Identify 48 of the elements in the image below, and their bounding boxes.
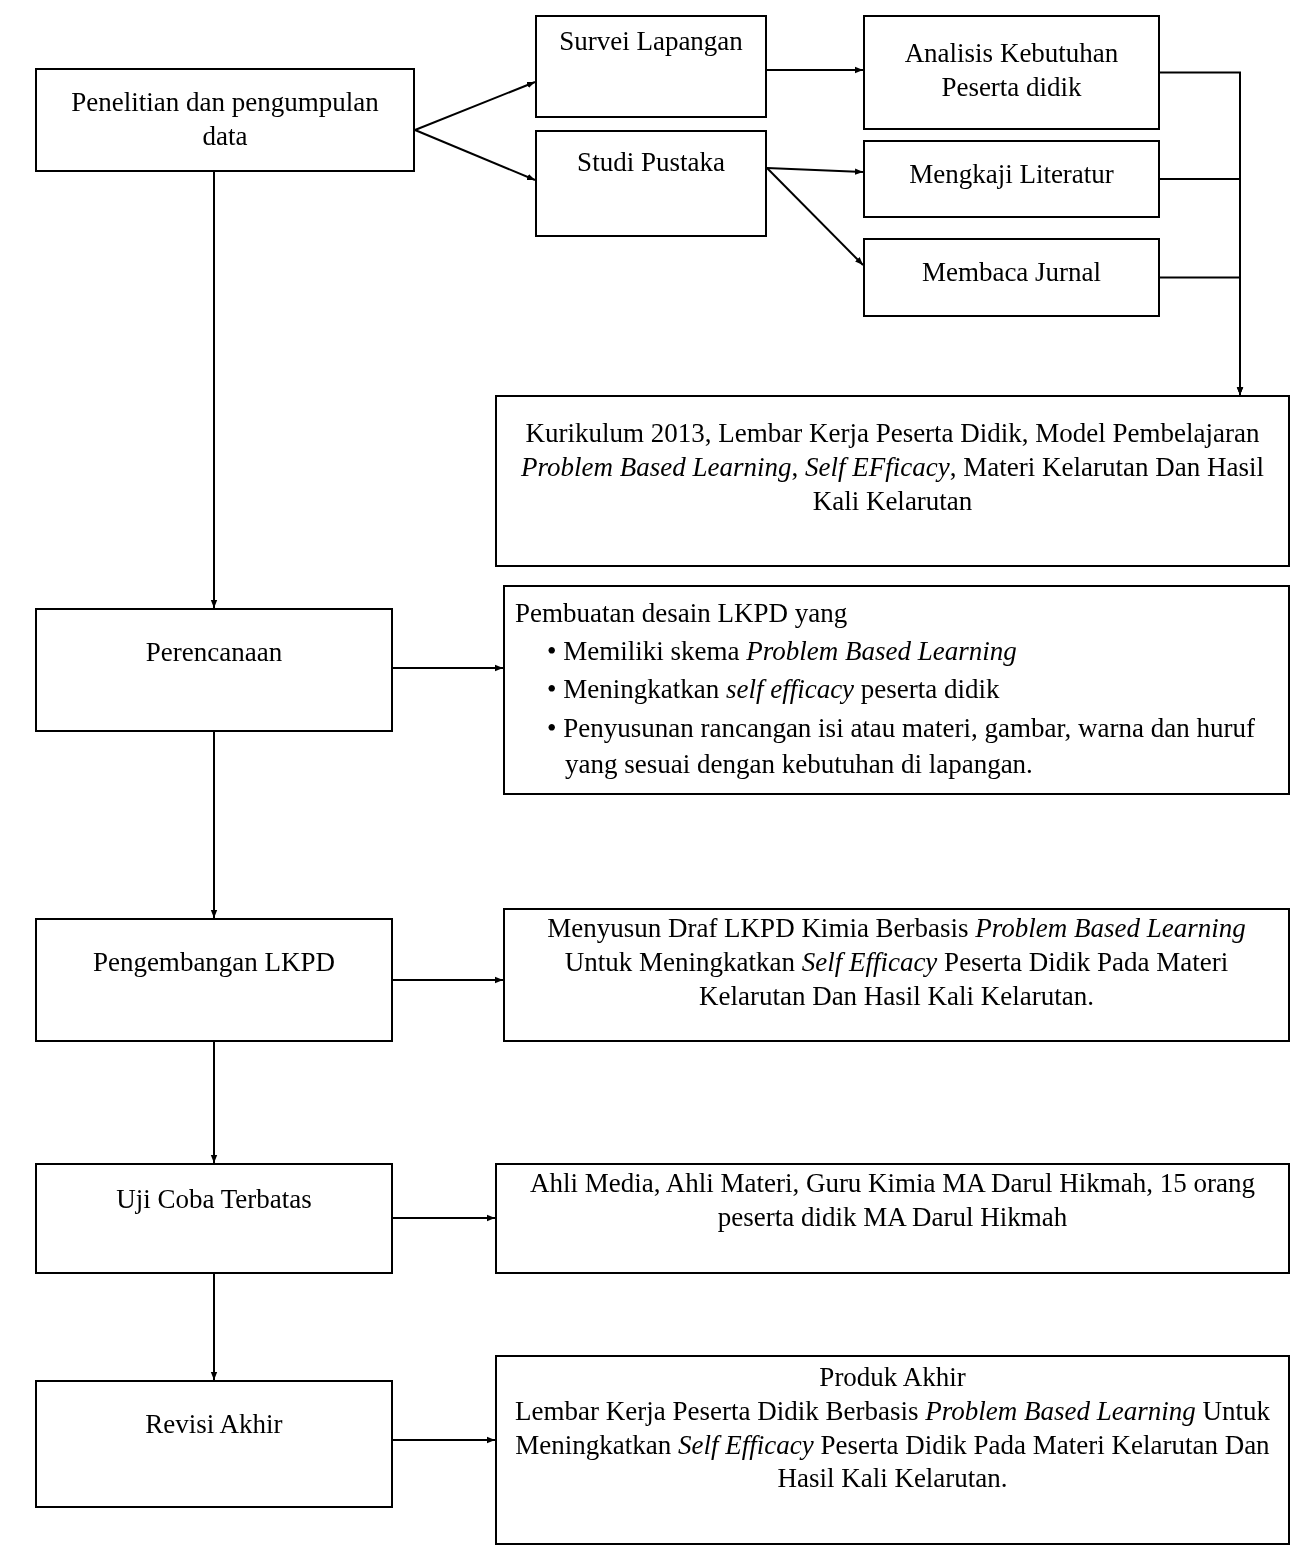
process-box [863, 238, 1160, 317]
arrow [392, 1214, 496, 1222]
box-text: Mengkaji Literatur [908, 158, 1115, 191]
box-text: Revisi Akhir [144, 1408, 284, 1441]
arrow [1159, 276, 1244, 396]
box-text: Kurikulum 2013, Lembar Kerja Peserta Didik, Model Pembelajaran Problem Based Learning, Self EFficacy, Materi Kelarutan Dan Hasil Kali Kelarutan [520, 417, 1265, 518]
arrow [414, 81, 536, 131]
box-text: Lembar Kerja Peserta Didik Berbasis Problem Based Learning Untuk Meningkatkan Self Efficacy Peserta Didik Pada Materi Kelarutan Dan Hasil Kali Kelarutan. [514, 1394, 1271, 1496]
arrow [210, 1273, 218, 1381]
arrow [414, 129, 536, 181]
box-text: Pengembangan LKPD [91, 946, 337, 979]
bullet-item: • Meningkatkan self efficacy peserta didik [547, 673, 1001, 707]
arrow [766, 167, 864, 266]
box-text: Menyusun Draf LKPD Kimia Berbasis Problem Based Learning Untuk Meningkatkan Self Efficacy Peserta Didik Pada Materi Kelarutan Dan Hasil Kali Kelarutan. [546, 912, 1247, 1013]
bullet-item: • Memiliki skema Problem Based Learning [547, 634, 1018, 668]
process-box [35, 918, 393, 1042]
process-box [535, 130, 767, 237]
box-heading: Produk Akhir [818, 1361, 967, 1394]
box-text: Perencanaan [144, 636, 284, 669]
arrow [392, 976, 504, 984]
box-text: Penelitian dan pengumpulan data [70, 86, 380, 153]
box-heading: Pembuatan desain LKPD yang [515, 597, 849, 630]
arrow [210, 731, 218, 919]
process-box [503, 908, 1290, 1042]
box-text: Uji Coba Terbatas [115, 1183, 313, 1216]
arrow [392, 1436, 496, 1444]
arrow [210, 1041, 218, 1164]
process-box [535, 15, 767, 118]
arrow [210, 171, 218, 609]
process-box [35, 608, 393, 732]
process-box [495, 1355, 1290, 1545]
box-text: Survei Lapangan [558, 25, 744, 58]
bullet-item: • Penyusunan rancangan isi atau materi, gambar, warna dan huruf yang sesuai dengan kebutuhan di lapangan. [547, 711, 1256, 782]
arrow [766, 66, 864, 74]
box-text: Analisis Kebutuhan Peserta didik [903, 37, 1120, 104]
box-text: Membaca Jurnal [920, 256, 1103, 289]
arrow [392, 664, 504, 672]
box-text: Ahli Media, Ahli Materi, Guru Kimia MA Darul Hikmah, 15 orang peserta didik MA Darul Hikmah [528, 1167, 1257, 1234]
process-box [495, 1163, 1290, 1274]
process-box [35, 68, 415, 172]
process-box [35, 1380, 393, 1508]
process-box [863, 15, 1160, 130]
process-box [495, 395, 1290, 567]
process-box [863, 140, 1160, 218]
process-box [503, 585, 1290, 795]
arrow [766, 167, 864, 175]
process-box [35, 1163, 393, 1274]
box-text: Studi Pustaka [576, 146, 726, 179]
